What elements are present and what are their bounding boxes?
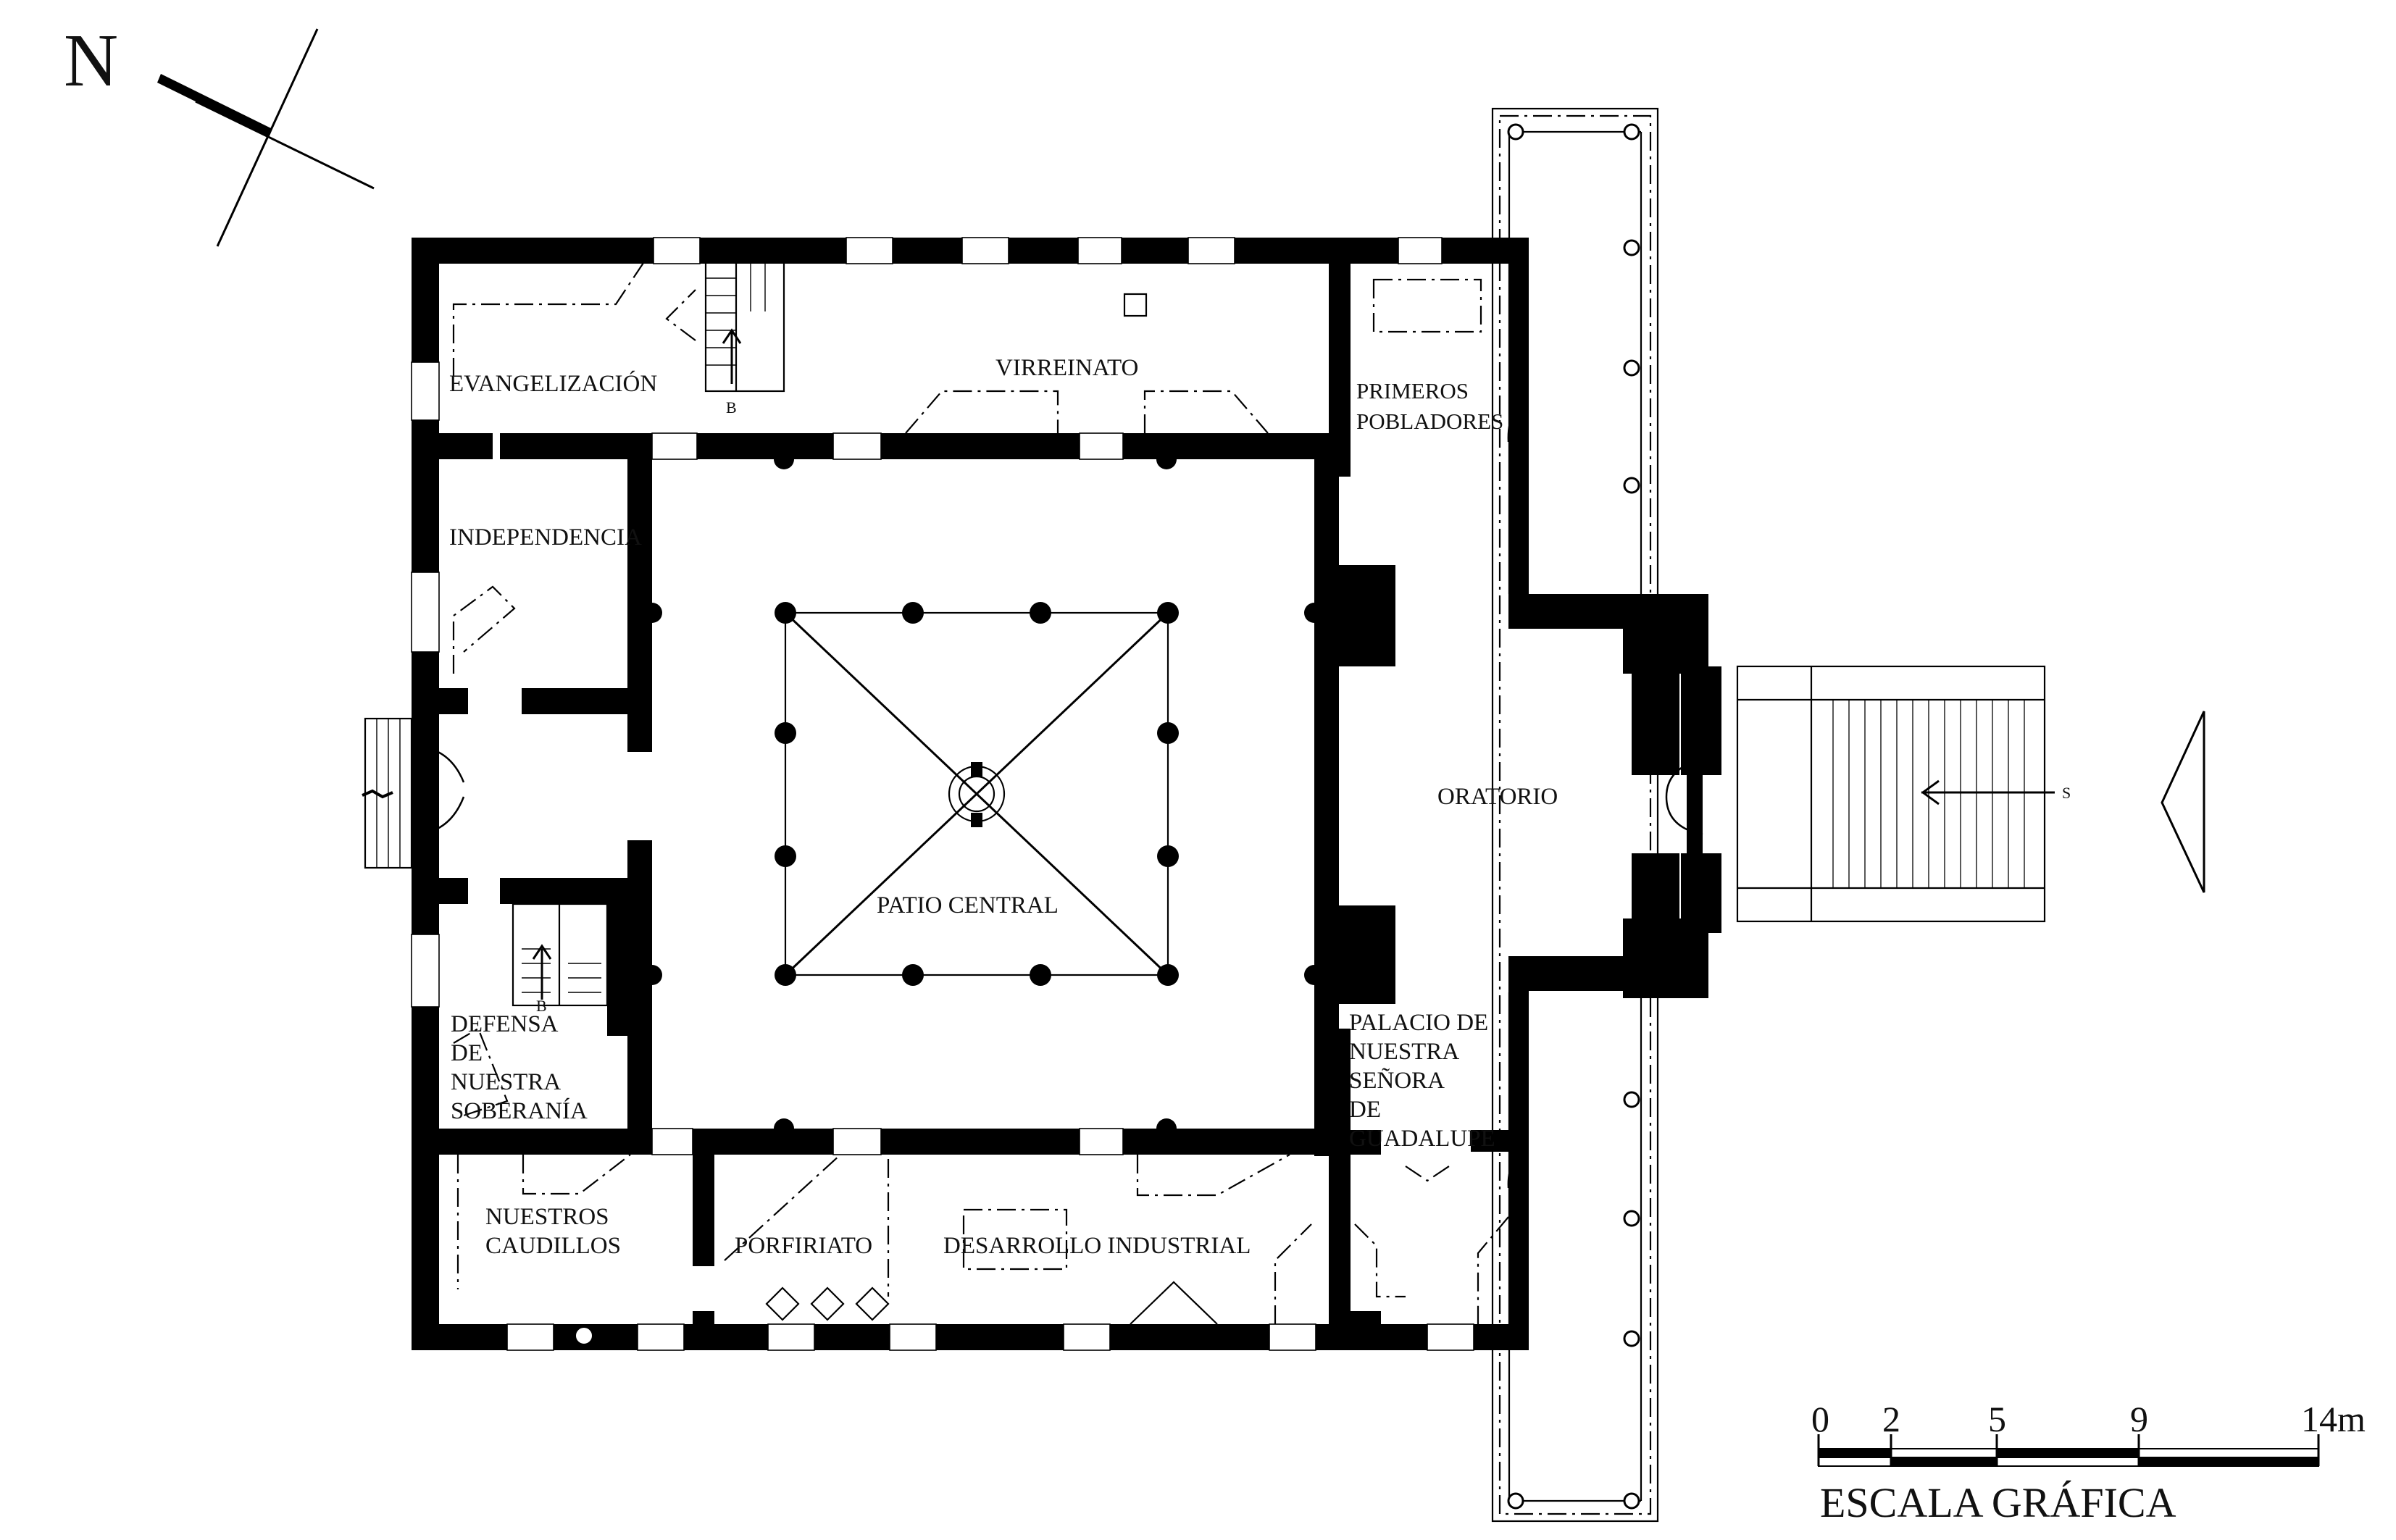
wall-openings — [411, 237, 1474, 1351]
room-labels: EVANGELIZACIÓN VIRREINATO PRIMEROS POBLA… — [449, 355, 1558, 1259]
room-primeros-pobladores-2: POBLADORES — [1356, 409, 1503, 434]
room-evangelizacion: EVANGELIZACIÓN — [449, 369, 657, 397]
north-label: N — [64, 19, 118, 102]
room-palacio-5: GUADALUPE — [1349, 1126, 1495, 1152]
room-nuestros-caudillos-2: CAUDILLOS — [485, 1233, 621, 1259]
building-walls — [412, 238, 1721, 1350]
entrance-marker-icon — [2161, 711, 2205, 893]
patio-columns — [775, 602, 1179, 986]
diamond-icon — [810, 1286, 845, 1321]
stair-north-mark: B — [726, 398, 737, 417]
room-patio-central: PATIO CENTRAL — [877, 892, 1059, 918]
east-entrance-stair: S — [1736, 665, 2071, 923]
east-colonnade — [1491, 107, 1659, 1523]
room-palacio-2: NUESTRA — [1349, 1039, 1459, 1065]
room-defensa-2: DE — [451, 1040, 483, 1066]
scale-tick-4: 14m — [2301, 1399, 2366, 1439]
room-primeros-pobladores-1: PRIMEROS — [1356, 378, 1469, 403]
north-arrow: N — [64, 19, 375, 247]
arrow-up-icon — [532, 944, 552, 960]
north-pointer-icon — [157, 74, 272, 138]
room-palacio-1: PALACIO DE — [1349, 1010, 1488, 1036]
room-virreinato: VIRREINATO — [995, 355, 1138, 381]
room-oratorio: ORATORIO — [1437, 784, 1558, 810]
scale-tick-2: 5 — [1988, 1399, 2006, 1439]
scale-title: ESCALA GRÁFICA — [1820, 1479, 2176, 1526]
exhibit-outlines — [452, 260, 1509, 1325]
scale-bar: 0 2 5 9 14m ESCALA GRÁFICA — [1811, 1399, 2366, 1526]
room-palacio-3: SEÑORA — [1349, 1067, 1445, 1094]
doors — [411, 401, 1703, 1189]
exhibit-marks — [575, 293, 1148, 1345]
wall-columns — [642, 449, 1324, 1139]
scale-tick-3: 9 — [2130, 1399, 2148, 1439]
room-porfiriato: PORFIRIATO — [735, 1233, 872, 1259]
stair-west-mark: B — [536, 997, 547, 1015]
scale-tick-1: 2 — [1882, 1399, 1900, 1439]
patio-central-diagram — [775, 602, 1179, 986]
room-desarrollo-industrial: DESARROLLO INDUSTRIAL — [943, 1233, 1251, 1259]
entrance-stair-mark: S — [2062, 784, 2071, 802]
arrow-left-icon — [1921, 779, 1940, 805]
stair-west: B — [512, 903, 609, 1015]
diamond-icon — [855, 1286, 890, 1321]
room-defensa-3: NUESTRA — [451, 1069, 561, 1095]
scale-tick-0: 0 — [1811, 1399, 1829, 1439]
colonnade-columns — [1507, 123, 1640, 1510]
room-defensa-1: DEFENSA — [451, 1011, 559, 1037]
arrow-up-icon — [722, 328, 742, 344]
diamond-icon — [765, 1286, 800, 1321]
room-defensa-4: SOBERANÍA — [451, 1097, 588, 1124]
room-palacio-4: DE — [1349, 1097, 1381, 1123]
room-nuestros-caudillos-1: NUESTROS — [485, 1204, 609, 1230]
west-entrance-steps — [362, 717, 413, 869]
stair-north: B — [704, 259, 785, 417]
room-independencia: INDEPENDENCIA — [449, 524, 642, 551]
